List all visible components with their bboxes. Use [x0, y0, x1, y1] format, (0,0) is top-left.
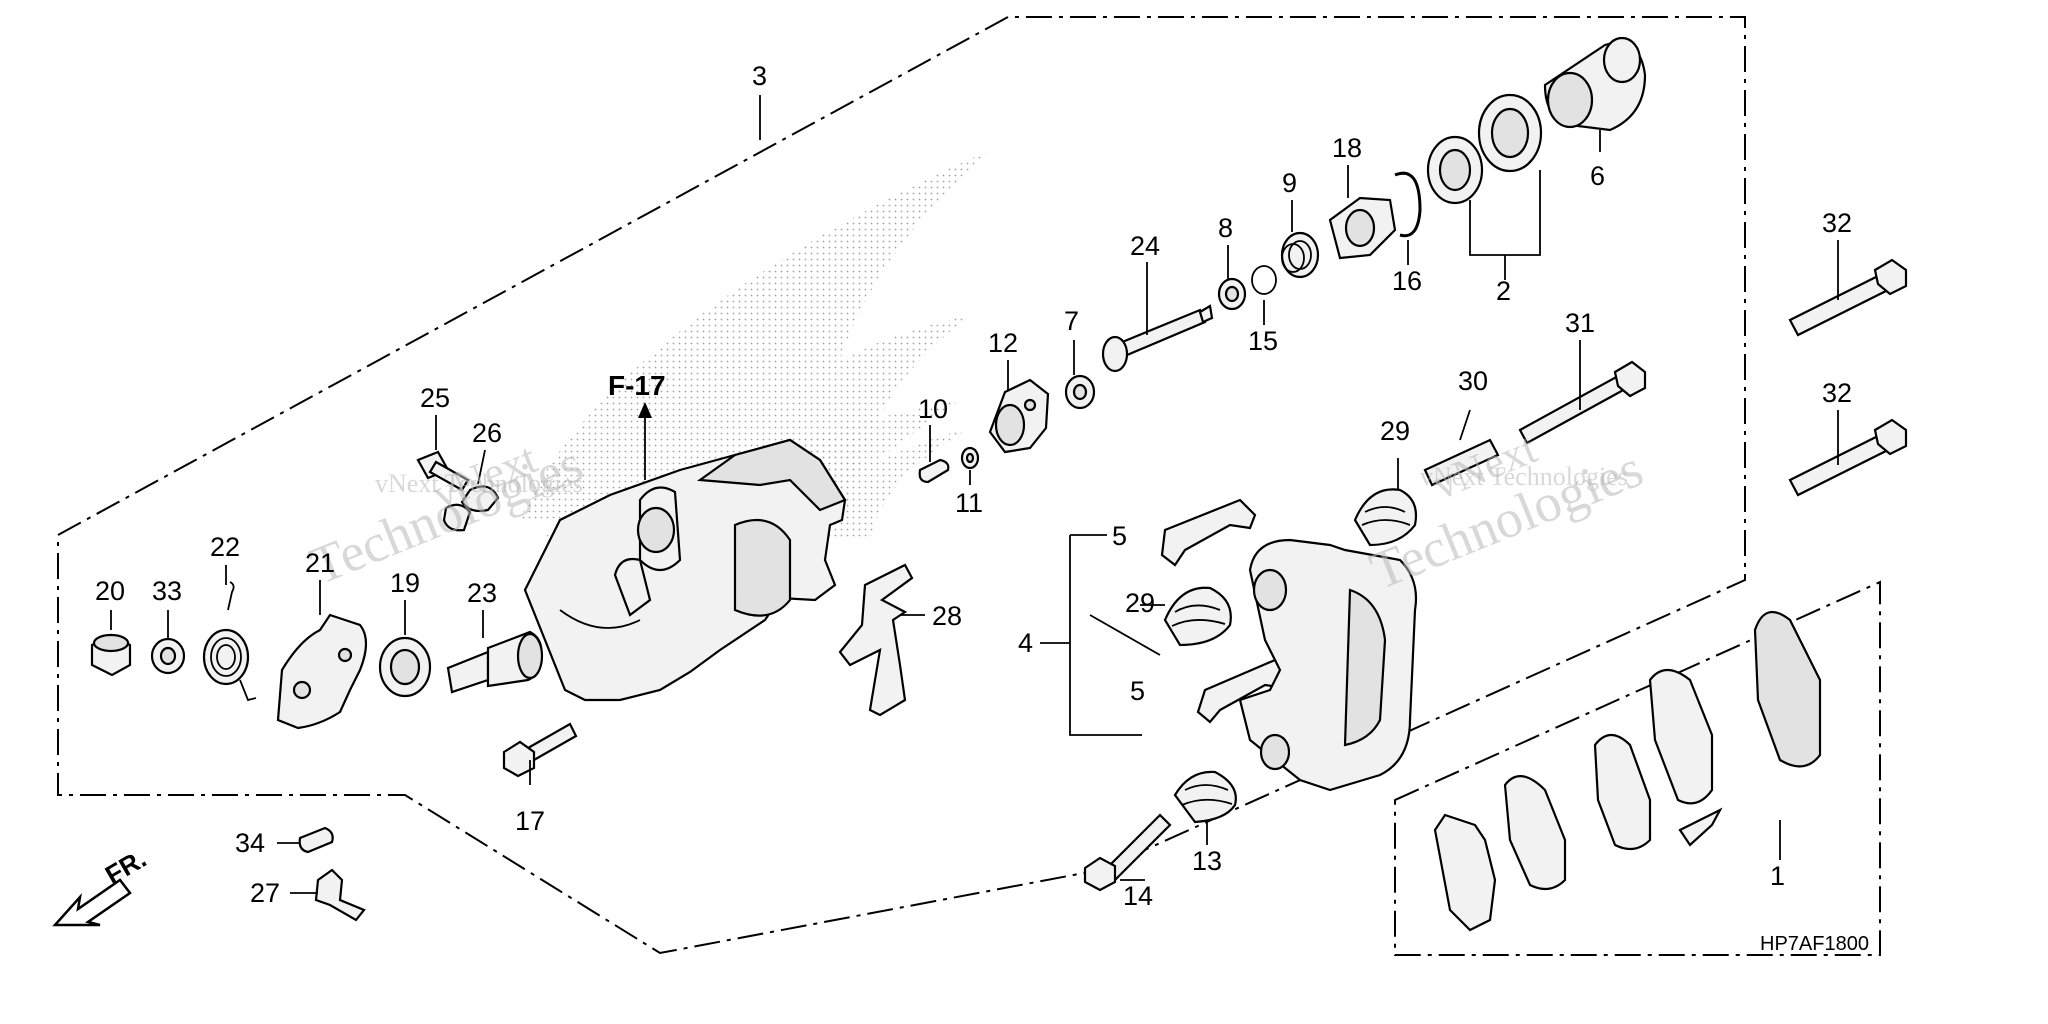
- part-8-washer: [1217, 277, 1247, 311]
- callout-14: 14: [1123, 881, 1153, 911]
- reference-f17: F-17: [608, 370, 666, 418]
- callout-27: 27: [250, 878, 280, 908]
- callout-9: 9: [1282, 168, 1297, 198]
- callout-5-lower: 5: [1130, 676, 1145, 706]
- callout-13: 13: [1192, 846, 1222, 876]
- callout-10: 10: [918, 394, 948, 424]
- part-26-clip: [442, 485, 500, 532]
- callout-11: 11: [955, 488, 983, 518]
- callout-2: 2: [1496, 276, 1511, 306]
- part-15-ring: [1251, 265, 1277, 295]
- callout-23: 23: [467, 578, 497, 608]
- part-5-pad-spring-upper: [1160, 498, 1257, 567]
- drawing-code: HP7AF1800: [1760, 933, 1869, 955]
- part-6-piston: [1543, 36, 1647, 132]
- callout-6: 6: [1590, 161, 1605, 191]
- reference-label: F-17: [608, 370, 666, 401]
- callout-20: 20: [95, 576, 125, 606]
- part-33-washer: [150, 637, 186, 675]
- callout-18: 18: [1332, 133, 1362, 163]
- callout-4: 4: [1018, 628, 1033, 658]
- callout-28: 28: [932, 601, 962, 631]
- part-17-bolt: [502, 722, 578, 778]
- watermark-text-6: vNext Technologies: [1420, 462, 1628, 491]
- callout-31: 31: [1565, 308, 1595, 338]
- part-16-circlip: [1394, 171, 1422, 238]
- part-22-spring: [202, 581, 257, 702]
- part-27-fitting: [314, 868, 366, 922]
- part-20-nut: [90, 633, 132, 677]
- callout-17: 17: [515, 806, 545, 836]
- leader-lines: [110, 95, 1839, 894]
- callouts: 1 2 3 4 5 5 6 7 8 9 10 11 12 13 14 15 16…: [95, 61, 1852, 911]
- callout-29-upper: 29: [1380, 416, 1410, 446]
- front-arrow-icon: [52, 878, 132, 927]
- callout-8: 8: [1218, 213, 1233, 243]
- callout-33: 33: [152, 576, 182, 606]
- callout-16: 16: [1392, 266, 1422, 296]
- callout-29-lower: 29: [1125, 588, 1155, 618]
- part-12-adjuster: [988, 378, 1050, 454]
- callout-1: 1: [1770, 861, 1785, 891]
- part-4-bracket: [1238, 538, 1418, 792]
- callout-24: 24: [1130, 231, 1160, 261]
- assembly-outline-1: [1394, 580, 1881, 956]
- part-24-screw: [1101, 304, 1214, 373]
- part-18-cup: [1328, 196, 1397, 260]
- part-14-pin: [1083, 813, 1172, 892]
- callout-22: 22: [210, 532, 240, 562]
- callout-7: 7: [1064, 306, 1079, 336]
- front-direction: FR.: [52, 843, 151, 927]
- callout-12: 12: [988, 328, 1018, 358]
- part-3-caliper-body: [523, 438, 847, 702]
- part-7-washer: [1064, 374, 1096, 410]
- part-31-bolt: [1518, 360, 1647, 445]
- callout-34: 34: [235, 828, 265, 858]
- part-34-cap: [298, 826, 334, 854]
- part-30-pin: [1423, 438, 1500, 487]
- arrow-up-icon: [638, 402, 652, 418]
- callout-30: 30: [1458, 366, 1488, 396]
- callout-19: 19: [390, 568, 420, 598]
- part-29-boot-upper: [1353, 488, 1418, 547]
- callout-21: 21: [305, 548, 335, 578]
- callout-26: 26: [472, 418, 502, 448]
- part-9-spring: [1280, 231, 1320, 279]
- callout-5-upper: 5: [1112, 521, 1127, 551]
- part-1-pads: [1433, 610, 1822, 932]
- part-29-boot-lower: [1163, 586, 1232, 647]
- front-label: FR.: [100, 843, 151, 890]
- part-28-spring-plate: [838, 563, 914, 717]
- part-25-bolt: [416, 450, 470, 492]
- callout-32-lower: 32: [1822, 378, 1852, 408]
- part-19-nut: [378, 636, 432, 698]
- part-32-bolt-lower: [1788, 418, 1908, 497]
- part-23-shaft: [446, 630, 544, 694]
- callout-32-upper: 32: [1822, 208, 1852, 238]
- part-2-seals: [1426, 93, 1543, 205]
- watermark-text-3: vNext Technologies: [375, 469, 583, 498]
- part-21-lever: [276, 613, 368, 730]
- callout-3: 3: [752, 61, 767, 91]
- part-11-oring: [960, 446, 980, 470]
- part-13-boot: [1173, 770, 1237, 824]
- part-10-pin: [918, 458, 950, 484]
- part-32-bolt-upper: [1788, 258, 1908, 337]
- callout-15: 15: [1248, 326, 1278, 356]
- callout-25: 25: [420, 383, 450, 413]
